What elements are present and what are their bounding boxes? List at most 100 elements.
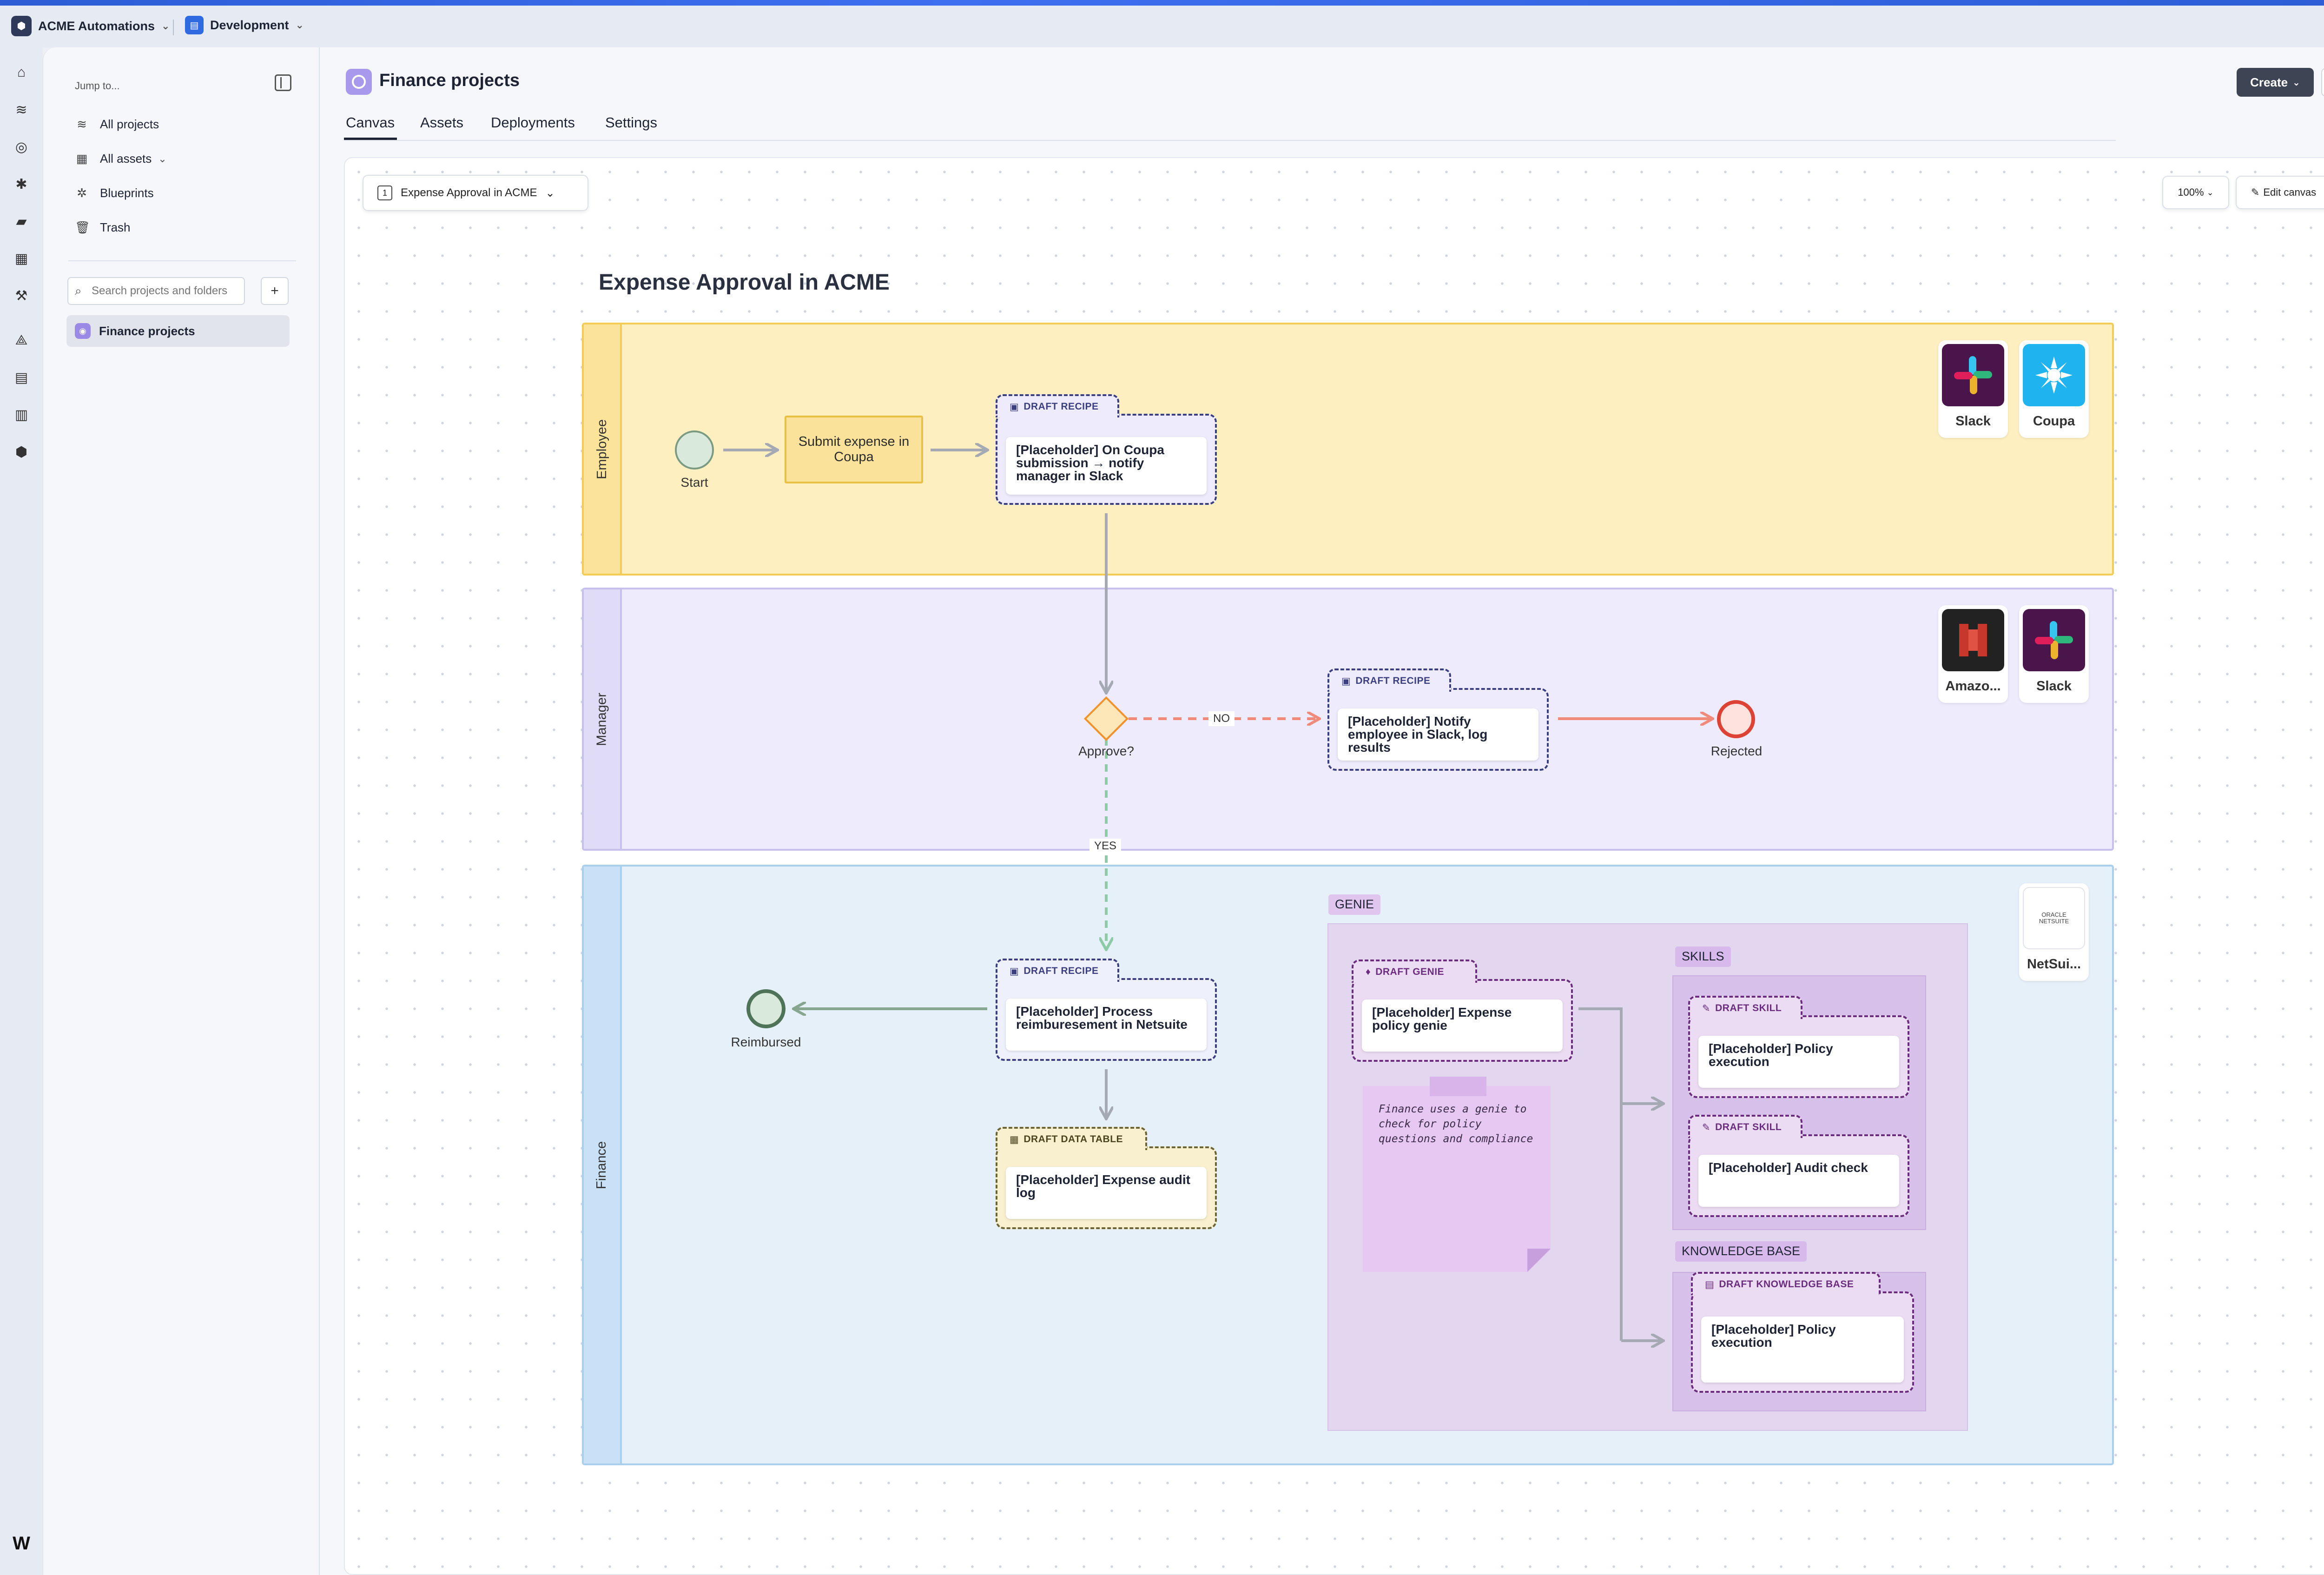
canvas-selector[interactable]: 1 Expense Approval in ACME ⌄ xyxy=(363,175,588,211)
shapes-icon[interactable]: ⟁ xyxy=(15,332,28,348)
divider xyxy=(173,20,174,35)
search-input[interactable] xyxy=(92,278,240,304)
asterisk-icon[interactable]: ✱ xyxy=(15,176,27,192)
card-tag: ✎DRAFT SKILL xyxy=(1688,996,1802,1019)
sidebar-item-label: Blueprints xyxy=(100,186,154,200)
canvas-selector-label: Expense Approval in ACME xyxy=(401,186,537,199)
genie-group-label: GENIE xyxy=(1328,894,1381,915)
card-recipe-notify-manager[interactable]: ▣DRAFT RECIPE [Placeholder] On Coupa sub… xyxy=(996,394,1217,505)
kb-group-label: KNOWLEDGE BASE xyxy=(1675,1241,1807,1262)
trash-icon: 🗑 xyxy=(75,220,91,234)
start-event[interactable] xyxy=(675,430,714,470)
tab-assets[interactable]: Assets xyxy=(420,114,464,131)
edit-canvas-button[interactable]: ✎ Edit canvas xyxy=(2236,176,2324,209)
no-label: NO xyxy=(1208,711,1235,726)
rejected-label: Rejected xyxy=(1710,744,1763,758)
lane-label-finance: Finance xyxy=(584,867,622,1463)
card-tag: ▤DRAFT KNOWLEDGE BASE xyxy=(1691,1272,1881,1295)
card-skill-policy-execution[interactable]: ✎DRAFT SKILL [Placeholder] Policy execut… xyxy=(1688,996,1909,1098)
sidebar-item-label: All projects xyxy=(100,117,159,131)
chevron-down-icon: ⌄ xyxy=(161,20,170,32)
app-netsuite[interactable]: ORACLE NETSUITE NetSui... xyxy=(2019,883,2089,981)
app-coupa[interactable]: Coupa xyxy=(2019,340,2089,438)
document-icon[interactable]: ▥ xyxy=(14,407,28,423)
reimbursed-label: Reimbursed xyxy=(731,1035,801,1049)
chevron-down-icon: ⌄ xyxy=(158,152,167,165)
card-genie-expense-policy[interactable]: ♦DRAFT GENIE [Placeholder] Expense polic… xyxy=(1352,960,1573,1062)
card-data-table-audit-log[interactable]: ▦DRAFT DATA TABLE [Placeholder] Expense … xyxy=(996,1127,1217,1229)
environment-switcher[interactable]: ▤ Development ⌄ xyxy=(185,16,304,34)
tab-deployments[interactable]: Deployments xyxy=(491,114,575,131)
start-label: Start xyxy=(680,475,708,490)
card-text: [Placeholder] Expense policy genie xyxy=(1362,999,1563,1052)
recipe-icon: ▣ xyxy=(1010,966,1019,977)
grid-icon: ▦ xyxy=(76,152,88,165)
workspace-switcher[interactable]: ⬢ ACME Automations ⌄ xyxy=(11,16,170,36)
app-slack[interactable]: Slack xyxy=(1938,340,2008,438)
app-name: Slack xyxy=(2036,679,2072,694)
home-icon[interactable]: ⌂ xyxy=(17,65,26,80)
card-knowledge-base-policy[interactable]: ▤DRAFT KNOWLEDGE BASE [Placeholder] Poli… xyxy=(1691,1272,1914,1393)
end-event-reimbursed[interactable] xyxy=(746,989,786,1028)
tab-canvas[interactable]: Canvas xyxy=(346,114,395,131)
environment-name: Development xyxy=(210,18,289,32)
target-icon[interactable]: ◎ xyxy=(15,139,28,155)
tab-settings[interactable]: Settings xyxy=(605,114,658,131)
card-text: [Placeholder] Notify employee in Slack, … xyxy=(1338,708,1538,761)
sidebar-item-finance-projects[interactable]: ◉ Finance projects xyxy=(66,315,290,347)
card-skill-audit-check[interactable]: ✎DRAFT SKILL [Placeholder] Audit check xyxy=(1688,1115,1909,1217)
tabs-divider xyxy=(344,140,2116,141)
calendar-icon[interactable]: ▤ xyxy=(14,370,28,385)
yes-label: YES xyxy=(1089,839,1122,854)
stack-icon: ≋ xyxy=(77,117,87,131)
card-tag: ♦DRAFT GENIE xyxy=(1352,960,1477,983)
oracle-netsuite-logo: ORACLE NETSUITE xyxy=(2023,887,2085,949)
sidebar-item-trash[interactable]: 🗑 Trash xyxy=(75,220,131,235)
card-text: [Placeholder] Policy execution xyxy=(1698,1036,1899,1088)
chevron-down-icon: ⌄ xyxy=(2206,187,2214,197)
project-icon: ◉ xyxy=(75,323,91,339)
task-submit-expense[interactable]: Submit expense in Coupa xyxy=(785,416,923,483)
top-bar: ⬢ ACME Automations ⌄ ▤ Development ⌄ A xyxy=(0,6,2324,47)
sidebar-item-all-projects[interactable]: ≋ All projects xyxy=(75,117,159,132)
book-icon[interactable]: ▰ xyxy=(16,213,27,229)
slack-icon xyxy=(2023,609,2085,671)
coupa-icon xyxy=(2023,344,2085,406)
sticky-note-text: Finance uses a genie to check for policy… xyxy=(1379,1103,1533,1145)
end-event-rejected[interactable] xyxy=(1717,700,1755,738)
cube-icon[interactable]: ⬢ xyxy=(15,444,28,460)
card-text: [Placeholder] On Coupa submission → noti… xyxy=(1006,437,1207,495)
edit-canvas-label: Edit canvas xyxy=(2263,186,2317,198)
skill-icon: ✎ xyxy=(1702,1122,1711,1133)
create-button[interactable]: Create ⌄ xyxy=(2237,68,2314,97)
sidebar-item-label: All assets xyxy=(100,152,152,165)
canvas-title: Expense Approval in ACME xyxy=(599,270,890,295)
table-icon[interactable]: ▦ xyxy=(14,251,28,266)
workato-logo-icon[interactable]: W xyxy=(13,1533,30,1554)
amazon-s3-icon xyxy=(1942,609,2004,671)
blueprint-icon: ✲ xyxy=(77,186,87,200)
search-projects-field[interactable]: ⌕ xyxy=(67,277,245,305)
collapse-sidebar-icon[interactable] xyxy=(275,74,291,91)
sidebar-item-blueprints[interactable]: ✲ Blueprints xyxy=(75,186,154,200)
card-recipe-reimbursement[interactable]: ▣DRAFT RECIPE [Placeholder] Process reim… xyxy=(996,959,1217,1061)
card-tag: ✎DRAFT SKILL xyxy=(1688,1115,1802,1138)
app-name: Amazo... xyxy=(1945,679,2001,694)
card-tag: ▣DRAFT RECIPE xyxy=(1327,668,1451,692)
app-name: Coupa xyxy=(2033,414,2075,429)
sidebar-item-all-assets[interactable]: ▦ All assets ⌄ xyxy=(75,152,167,166)
wrench-icon[interactable]: ⚒ xyxy=(15,288,28,304)
lane-label-manager: Manager xyxy=(584,589,622,849)
card-recipe-notify-employee[interactable]: ▣DRAFT RECIPE [Placeholder] Notify emplo… xyxy=(1327,668,1549,771)
recipe-icon: ▣ xyxy=(1341,675,1351,687)
sticky-note[interactable]: Finance uses a genie to check for policy… xyxy=(1363,1086,1551,1272)
zoom-select[interactable]: 100% ⌄ xyxy=(2162,176,2229,209)
app-amazon[interactable]: Amazo... xyxy=(1938,605,2008,703)
app-slack[interactable]: Slack xyxy=(2019,605,2089,703)
card-text: [Placeholder] Process reimburesement in … xyxy=(1006,999,1207,1051)
layers-icon[interactable]: ≋ xyxy=(15,102,27,118)
workspace-logo-icon: ⬢ xyxy=(11,16,32,36)
app-name: NetSui... xyxy=(2027,957,2081,972)
add-button[interactable]: + xyxy=(261,277,289,305)
tab-active-indicator xyxy=(344,138,397,140)
